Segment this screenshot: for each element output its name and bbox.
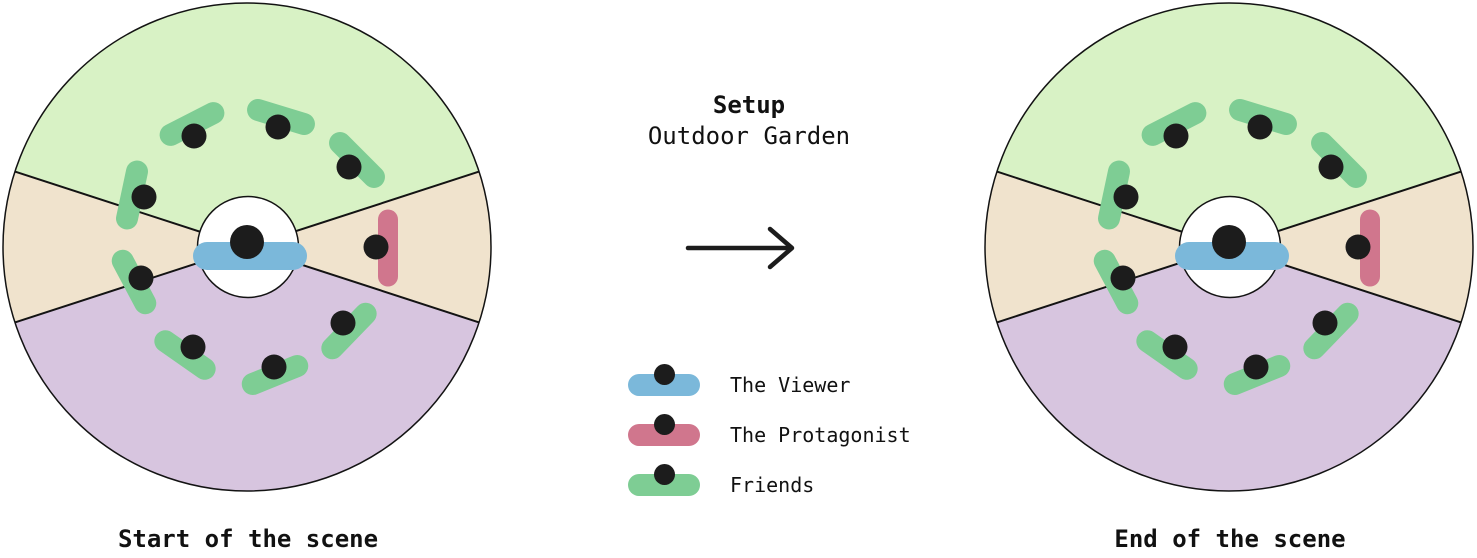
friend-head-dot xyxy=(181,123,207,149)
stage-outline xyxy=(2,2,492,492)
sector-left xyxy=(2,171,247,323)
protagonist-dot-swatch xyxy=(653,413,675,435)
friend-head-dot xyxy=(1110,265,1136,291)
viewer-dot-swatch xyxy=(653,363,675,385)
viewer-head-dot xyxy=(230,225,264,259)
legend-label: The Viewer xyxy=(730,373,851,397)
protagonist-marker xyxy=(1345,209,1380,287)
friend-head-dot xyxy=(336,154,362,180)
friend-marker xyxy=(329,132,385,188)
setup-block: Setup Outdoor Garden xyxy=(599,90,899,152)
arrow-head xyxy=(767,226,795,270)
friend-head-dot xyxy=(180,334,206,360)
start-scene-diagram xyxy=(2,2,492,492)
viewer-pill-swatch xyxy=(628,374,700,396)
friend-head-dot xyxy=(128,265,154,291)
start-scene-caption: Start of the scene xyxy=(117,525,379,553)
friend-marker xyxy=(116,160,157,230)
friend-head-dot xyxy=(330,310,356,336)
friends-pill-swatch xyxy=(628,474,700,496)
friend-head-dot xyxy=(1243,354,1269,380)
protagonist-marker xyxy=(363,209,398,287)
legend-label: The Protagonist xyxy=(730,423,911,447)
friend-head-dot xyxy=(1163,123,1189,149)
friend-marker xyxy=(1311,132,1367,188)
friend-marker xyxy=(321,302,377,360)
friend-head-dot xyxy=(131,184,157,210)
friend-marker xyxy=(1303,302,1359,360)
friend-head-dot xyxy=(1162,334,1188,360)
stage-outline xyxy=(984,2,1474,492)
protagonist-head-dot xyxy=(1345,234,1371,260)
setup-subtitle: Outdoor Garden xyxy=(647,122,851,150)
viewer-head-dot xyxy=(1212,225,1246,259)
friend-marker xyxy=(1141,102,1207,149)
setup-title: Setup xyxy=(712,91,786,119)
friend-head-dot xyxy=(261,354,287,380)
end-scene-diagram xyxy=(984,2,1474,492)
friends-dot-swatch xyxy=(653,463,675,485)
friend-head-dot xyxy=(1312,310,1338,336)
friend-head-dot xyxy=(265,114,291,140)
friend-marker xyxy=(1229,98,1297,140)
protagonist-pill-swatch xyxy=(628,424,700,446)
legend-label: Friends xyxy=(730,473,815,497)
friend-marker xyxy=(1093,249,1139,315)
friend-head-dot xyxy=(1318,154,1344,180)
sector-left xyxy=(984,171,1229,323)
arrow-icon xyxy=(685,226,795,270)
friend-marker xyxy=(1223,354,1291,395)
friend-marker xyxy=(111,249,157,315)
friend-marker xyxy=(159,102,225,149)
friend-marker xyxy=(241,354,309,395)
friend-marker xyxy=(247,98,315,140)
viewer-marker xyxy=(193,225,307,270)
friend-head-dot xyxy=(1247,114,1273,140)
protagonist-head-dot xyxy=(363,234,389,260)
end-scene-caption: End of the scene xyxy=(1114,525,1346,553)
friend-marker xyxy=(1098,160,1139,230)
friend-head-dot xyxy=(1113,184,1139,210)
friend-marker xyxy=(1136,330,1198,380)
viewer-marker xyxy=(1175,225,1289,270)
friend-marker xyxy=(154,330,216,380)
